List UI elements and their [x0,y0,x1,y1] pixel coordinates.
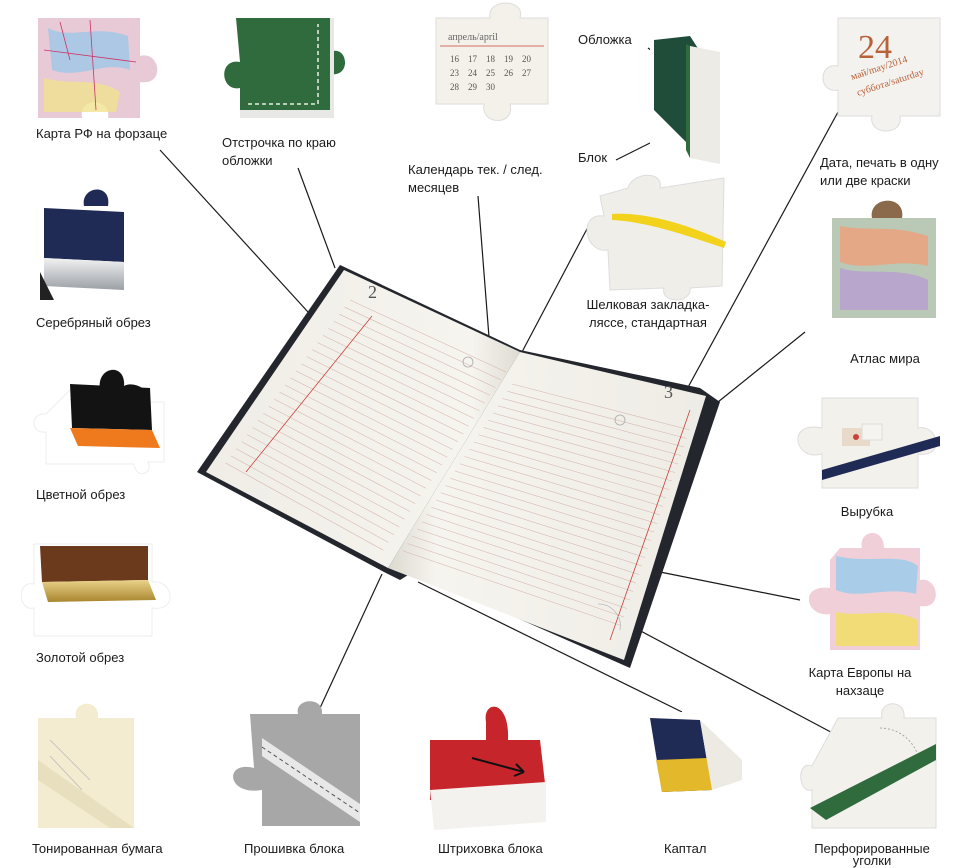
thumb-color-edge [33,369,165,475]
line-date [679,111,839,403]
thumb-spine-stroke [426,704,548,832]
line-europe [659,571,801,601]
label-ribbon-line1: Шелковая закладка- [586,297,710,312]
label-gold-edge: Золотой обрез [36,650,125,665]
calendar-day: 24 [468,68,478,78]
calendar-day: 20 [522,54,532,64]
label-cover: Обложка [578,32,632,47]
label-calendar-line2: месяцев [408,180,460,195]
calendar-day: 16 [450,54,460,64]
calendar-day: 26 [504,68,514,78]
calendar-day: 23 [450,68,460,78]
label-color-edge: Цветной обрез [36,487,126,502]
stroke-arrow [471,757,525,773]
label-perforated-line2: уголки [852,853,892,868]
calendar-sample-days: 16 17 18 19 20 23 24 25 26 27 28 29 30 [450,54,532,92]
ribbon-bookmark [612,213,726,248]
label-thumb-cut: Вырубка [840,504,894,519]
label-perforated-line1: Перфорированные [814,841,930,856]
right-page-number: 3 [664,382,673,402]
label-silver-edge: Серебряный обрез [36,315,151,330]
label-tinted-paper: Тонированная бумага [32,841,163,856]
label-calendar-line1: Календарь тек. / след. [408,162,543,177]
thumb-cover-block [650,6,756,166]
moon-icon [462,356,474,368]
line-calendar [477,195,491,351]
label-stitching-line1: Отстрочка по краю [222,135,336,150]
date-sample: 24 [858,29,892,66]
thumb-calendar: апрель/april 16 17 18 19 20 23 24 25 26 27 28 29 30 [435,2,549,121]
label-europe-line2: нахзаце [835,683,885,698]
label-ribbon-line2: ляссе, стандартная [589,315,707,330]
left-page [206,270,520,568]
thumb-date: 24 май/may/2014 суббота/saturday [822,17,941,132]
calendar-day: 17 [468,54,478,64]
line-ribbon [521,226,589,353]
calendar-day: 29 [468,82,478,92]
thumb-block-sewing [233,701,361,826]
calendar-day: 28 [450,82,460,92]
line-sewing [319,573,383,709]
thumb-ribbon [586,174,726,301]
open-diary: 2 3 [197,264,720,668]
line-stitching [297,167,336,269]
label-headband: Каптал [664,841,707,856]
thumb-gold-edge [20,543,171,637]
label-stitching-line2: обложки [222,153,273,168]
thumb-europe-map [808,532,936,650]
label-map-rf: Карта РФ на форзаце [36,126,168,141]
label-date-line1: Дата, печать в одну [820,155,939,170]
calendar-day: 25 [486,68,496,78]
thumb-world-atlas [832,200,936,318]
calendar-day: 27 [522,68,532,78]
left-page-number: 2 [368,282,377,302]
thumb-silver-edge [40,185,128,300]
label-block-sewing: Прошивка блока [244,841,345,856]
label-europe-line1: Карта Европы на [808,665,912,680]
thumb-map-rf [38,18,158,118]
label-block: Блок [578,150,608,165]
thumb-tinted-paper [38,703,134,828]
perforated-corner [597,603,621,631]
moon-icon [614,414,626,426]
calendar-day: 19 [504,54,514,64]
label-date-line2: или две краски [820,173,911,188]
calendar-day: 30 [486,82,496,92]
thumb-stitching [224,18,346,118]
line-map-rf [159,149,309,313]
right-page-margin [609,409,691,641]
right-page [388,352,706,660]
line-perforated [619,619,843,739]
label-spine-stroke: Штриховка блока [438,841,543,856]
thumb-cut [797,397,940,489]
thumb-headband [600,712,742,830]
left-page-margin [245,315,373,473]
page-ruling [225,299,691,626]
line-atlas [717,331,806,403]
calendar-sample-month: апрель/april [448,32,498,43]
label-world-atlas: Атлас мира [850,351,920,366]
calendar-day: 18 [486,54,496,64]
line-headband [417,581,683,713]
thumb-perforated [800,703,937,829]
